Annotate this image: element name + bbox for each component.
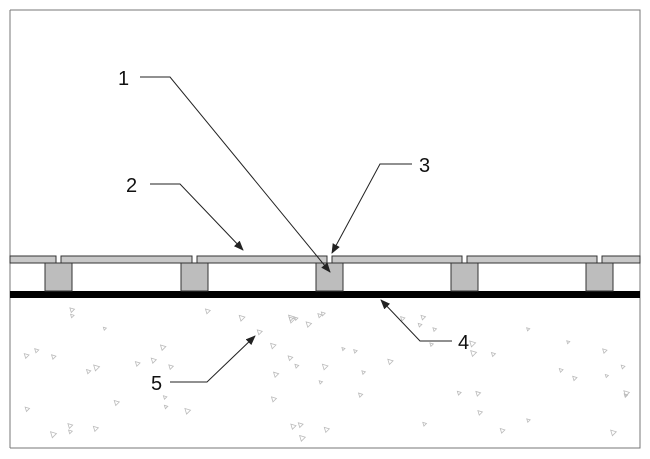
- aggregate-mark: [470, 350, 478, 358]
- aggregate-mark: [432, 327, 438, 333]
- deck-panel: [9, 255, 57, 264]
- aggregate-mark: [50, 354, 57, 360]
- aggregate-mark: [572, 375, 578, 382]
- aggregate-mark: [620, 364, 626, 370]
- aggregate-mark: [270, 342, 277, 350]
- aggregate-mark: [566, 340, 571, 345]
- aggregate-mark: [290, 423, 297, 431]
- leader-4: [380, 299, 452, 342]
- drawing-frame: [9, 9, 641, 449]
- aggregate-mark: [387, 358, 394, 366]
- aggregate-mark: [134, 361, 141, 368]
- aggregate-mark: [321, 363, 329, 371]
- aggregate-mark: [420, 314, 427, 321]
- callout-1: 1: [118, 68, 129, 90]
- aggregate-mark: [150, 357, 158, 364]
- pedestal: [450, 262, 479, 292]
- aggregate-mark: [558, 367, 564, 374]
- aggregate-mark: [526, 327, 531, 332]
- deck-panels: [9, 255, 641, 264]
- aggregate-mark: [422, 421, 428, 427]
- aggregate-mark: [317, 313, 323, 319]
- aggregate-mark: [490, 351, 497, 358]
- aggregate-mark: [610, 429, 618, 437]
- callout-3: 3: [419, 155, 430, 177]
- aggregate-mark: [69, 307, 76, 314]
- aggregate-mark: [341, 346, 346, 352]
- pedestal: [585, 262, 614, 292]
- pedestals: [44, 262, 614, 292]
- aggregate-mark: [294, 363, 300, 369]
- aggregate-mark: [184, 407, 192, 415]
- aggregate-mark: [113, 399, 121, 407]
- aggregate-mark: [623, 393, 629, 399]
- aggregate-mark: [323, 426, 331, 434]
- aggregate-mark: [400, 316, 406, 322]
- leader-3: [331, 163, 412, 254]
- aggregate-mark: [475, 390, 482, 397]
- aggregate-texture: [23, 307, 631, 442]
- aggregate-mark: [85, 368, 92, 375]
- pedestal: [315, 262, 344, 292]
- aggregate-mark: [204, 308, 212, 315]
- aggregate-mark: [287, 314, 296, 322]
- deck-panel: [466, 255, 598, 264]
- aggregate-mark: [256, 329, 264, 336]
- membrane-layer: [10, 291, 640, 298]
- leader-2: [150, 183, 244, 251]
- leader-5: [170, 335, 256, 383]
- deck-panel: [331, 255, 463, 264]
- aggregate-mark: [162, 395, 168, 400]
- callout-2: 2: [126, 175, 137, 197]
- aggregate-mark: [318, 380, 324, 385]
- aggregate-mark: [623, 390, 631, 397]
- aggregate-mark: [67, 423, 74, 430]
- aggregate-mark: [526, 418, 531, 424]
- callout-4: 4: [458, 332, 469, 354]
- aggregate-mark: [49, 431, 58, 439]
- aggregate-mark: [159, 344, 167, 352]
- aggregate-mark: [602, 348, 608, 354]
- pedestal: [180, 262, 209, 292]
- aggregate-mark: [69, 313, 75, 319]
- aggregate-mark: [320, 311, 326, 317]
- callout-5: 5: [151, 373, 162, 395]
- aggregate-mark: [24, 406, 31, 413]
- aggregate-mark: [238, 314, 246, 322]
- aggregate-mark: [272, 371, 280, 379]
- aggregate-mark: [357, 392, 364, 398]
- aggregate-mark: [163, 404, 169, 410]
- aggregate-mark: [429, 342, 435, 348]
- aggregate-mark: [477, 410, 484, 416]
- deck-panel: [60, 255, 193, 264]
- aggregate-mark: [92, 425, 100, 433]
- aggregate-mark: [270, 396, 278, 403]
- deck-panel: [601, 255, 641, 264]
- aggregate-mark: [353, 349, 358, 354]
- aggregate-mark: [417, 322, 423, 328]
- aggregate-mark: [469, 340, 477, 348]
- aggregate-mark: [456, 390, 462, 396]
- aggregate-mark: [499, 427, 506, 434]
- aggregate-mark: [299, 434, 307, 442]
- aggregate-mark: [168, 364, 175, 371]
- aggregate-mark: [67, 429, 74, 435]
- aggregate-mark: [305, 321, 313, 329]
- aggregate-mark: [34, 348, 40, 354]
- aggregate-mark: [93, 364, 101, 372]
- leader-lines: [140, 76, 452, 383]
- aggregate-mark: [287, 355, 294, 362]
- aggregate-mark: [102, 326, 108, 331]
- aggregate-mark: [361, 370, 367, 376]
- aggregate-mark: [23, 352, 30, 360]
- pedestal: [44, 262, 73, 292]
- aggregate-mark: [604, 373, 610, 379]
- deck-panel: [196, 255, 328, 264]
- aggregate-mark: [297, 422, 304, 429]
- leader-1: [140, 76, 331, 273]
